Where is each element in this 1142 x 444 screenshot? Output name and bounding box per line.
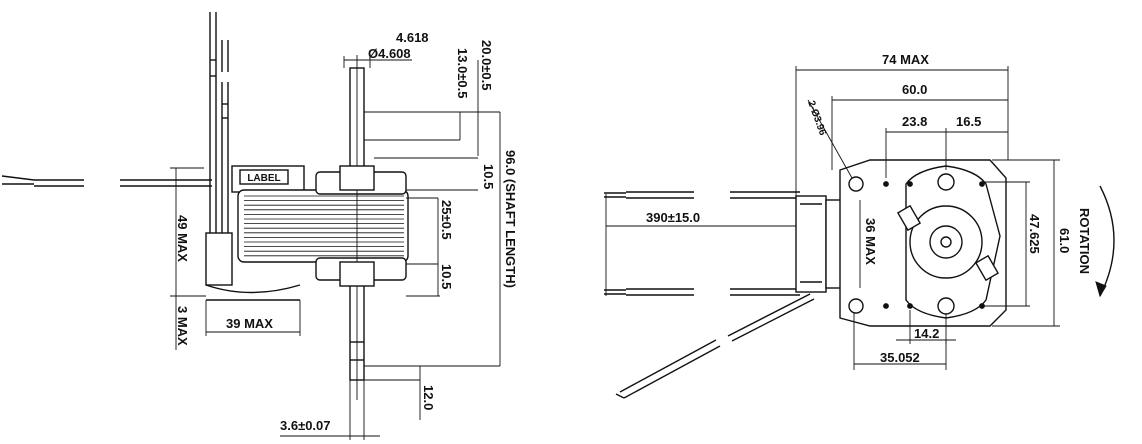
dim-lower-boss: 10.5 (439, 264, 454, 289)
dim-upper-boss: 10.5 (481, 164, 496, 189)
coil-winding (237, 171, 409, 281)
dim-width-max: 39 MAX (226, 316, 273, 331)
dim-shaft-dia-max: 4.618 (396, 30, 429, 45)
dim-upper-shaft-length-2: 13.0±0.5 (455, 48, 470, 99)
label-plate-text: LABEL (247, 173, 280, 184)
dim-hole-height: 47.625 (1027, 214, 1042, 254)
motor-shaft (339, 55, 375, 400)
front-view: 74 MAX 60.0 23.8 16.5 2-Ø3.96 390±15.0 3… (604, 52, 1115, 399)
stator-frame (839, 159, 1007, 327)
side-vertical-wires (209, 12, 229, 236)
label-plate: LABEL (231, 165, 305, 193)
dim-shaft-flat: 3.6±0.07 (280, 418, 331, 433)
dim-bottom-b: 35.052 (880, 350, 920, 365)
dim-overall-height: 61.0 (1057, 228, 1072, 253)
front-lead-wires (604, 191, 815, 399)
side-dimensions: 4.618 Ø4.608 20.0±0.5 13.0±0.5 96.0 (SHA… (170, 30, 518, 440)
dim-hole-b: 16.5 (956, 114, 981, 129)
dim-core-height: 25±0.5 (439, 200, 454, 240)
dim-lead-length: 390±15.0 (646, 210, 700, 225)
dim-coil-width: 36 MAX (863, 218, 878, 265)
front-dimensions: 74 MAX 60.0 23.8 16.5 2-Ø3.96 390±15.0 3… (605, 52, 1115, 370)
dim-height-max: 49 MAX (175, 215, 190, 262)
dim-holes: 2-Ø3.96 (805, 99, 828, 137)
dim-hole-a: 23.8 (902, 114, 927, 129)
dim-bottom-a: 14.2 (914, 326, 939, 341)
rotation-label: ROTATION (1077, 208, 1092, 274)
dim-shaft-length: 96.0 (SHAFT LENGTH) (503, 150, 518, 288)
dim-lower-shaft: 12.0 (421, 385, 436, 410)
dim-upper-shaft-length: 20.0±0.5 (479, 40, 494, 91)
side-lead-wires (1, 175, 212, 187)
side-view: LABEL 4.618 Ø4.608 (1, 12, 518, 440)
dim-base-height: 3 MAX (175, 306, 190, 346)
dim-shaft-dia-min: Ø4.608 (368, 46, 411, 61)
dim-overall-width: 74 MAX (882, 52, 929, 67)
dim-hole-span: 60.0 (902, 82, 927, 97)
side-bracket (205, 232, 301, 301)
